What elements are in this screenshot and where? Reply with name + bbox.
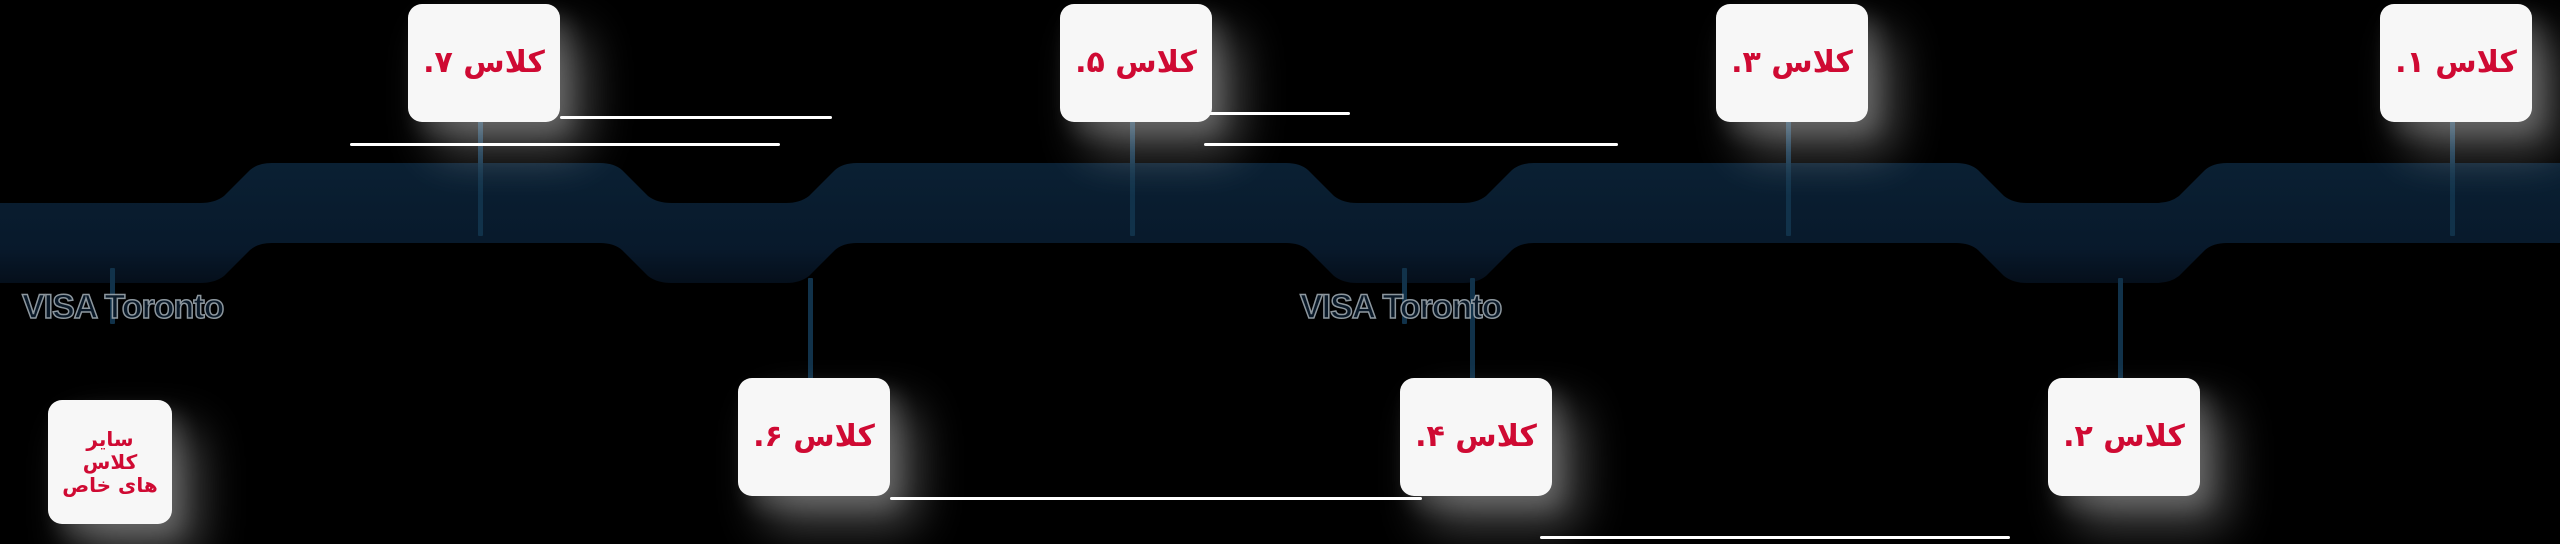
card-other-classes[interactable]: سایر کلاس های خاص — [48, 400, 172, 524]
connector-rail-top-3 — [1150, 112, 1350, 115]
stem-wordmark-right — [1402, 268, 1407, 324]
stem-class-1 — [2450, 112, 2455, 236]
stem-wordmark-left — [110, 268, 115, 324]
wordmark-visa-toronto-right: VISA Toronto — [1299, 287, 1503, 327]
card-class-5-label: کلاس ۵. — [1075, 44, 1197, 80]
connector-rail-top-4 — [1204, 143, 1618, 146]
card-class-4[interactable]: کلاس ۴. — [1400, 378, 1552, 496]
stem-class-6 — [808, 278, 813, 388]
stem-class-4 — [1470, 278, 1475, 388]
connector-rail-bottom-1 — [890, 497, 1422, 500]
card-other-classes-label: سایر کلاس های خاص — [62, 426, 158, 497]
card-class-1[interactable]: کلاس ۱. — [2380, 4, 2532, 122]
card-class-5[interactable]: کلاس ۵. — [1060, 4, 1212, 122]
stem-class-2 — [2118, 278, 2123, 388]
card-class-6-label: کلاس ۶. — [753, 418, 875, 454]
connector-rail-top-2 — [560, 116, 832, 119]
card-class-7[interactable]: کلاس ۷. — [408, 4, 560, 122]
stem-class-5 — [1130, 112, 1135, 236]
card-class-3[interactable]: کلاس ۳. — [1716, 4, 1868, 122]
card-class-7-label: کلاس ۷. — [423, 44, 545, 80]
stem-class-3 — [1786, 112, 1791, 236]
card-class-6[interactable]: کلاس ۶. — [738, 378, 890, 496]
card-class-3-label: کلاس ۳. — [1731, 44, 1853, 80]
card-class-2-label: کلاس ۲. — [2063, 418, 2185, 454]
connector-rail-bottom-2 — [1540, 536, 2010, 539]
card-class-1-label: کلاس ۱. — [2395, 44, 2517, 80]
card-class-4-label: کلاس ۴. — [1415, 418, 1537, 454]
connector-rail-top-1 — [350, 143, 780, 146]
stem-class-7 — [478, 112, 483, 236]
card-class-2[interactable]: کلاس ۲. — [2048, 378, 2200, 496]
wordmark-visa-toronto-left: VISA Toronto — [21, 287, 225, 327]
band-shape — [0, 163, 2560, 283]
